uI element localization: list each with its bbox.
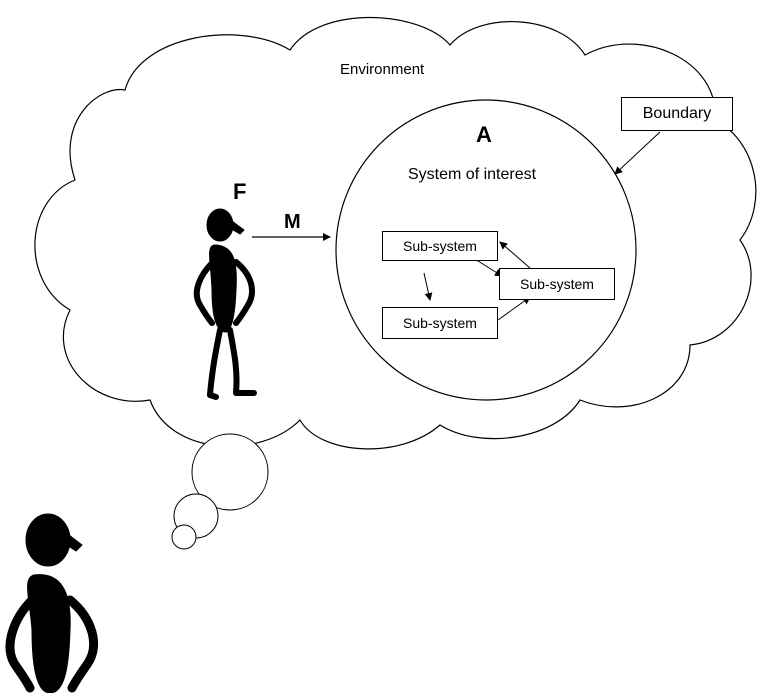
thought-bubble-large [191,433,269,511]
thought-bubbles [171,433,269,550]
subsystem-arrow-3-to-2 [497,296,531,321]
environment-label: Environment [340,61,425,78]
boundary-box: Boundary [621,97,733,131]
subsystem-box-1: Sub-system [382,231,498,261]
system-of-interest-label: System of interest [408,166,537,183]
subsystem-arrow-1-to-3 [423,272,433,301]
system-letter: A [476,122,492,147]
subsystem-box-2: Sub-system [499,268,615,300]
boundary-label: Boundary [642,105,712,122]
thought-bubble-small [171,524,197,550]
observer-letter: F [233,179,247,204]
subsystem-label: Sub-system [403,238,477,254]
observer-figure-large [5,513,99,694]
boundary-arrow [614,131,661,175]
subsystem-box-3: Sub-system [382,307,498,339]
subsystem-arrow-2-to-1 [499,241,531,269]
model-letter: M [284,211,301,233]
subsystem-label: Sub-system [403,315,477,331]
observer-figure-small [193,208,257,400]
subsystem-label: Sub-system [520,276,594,292]
